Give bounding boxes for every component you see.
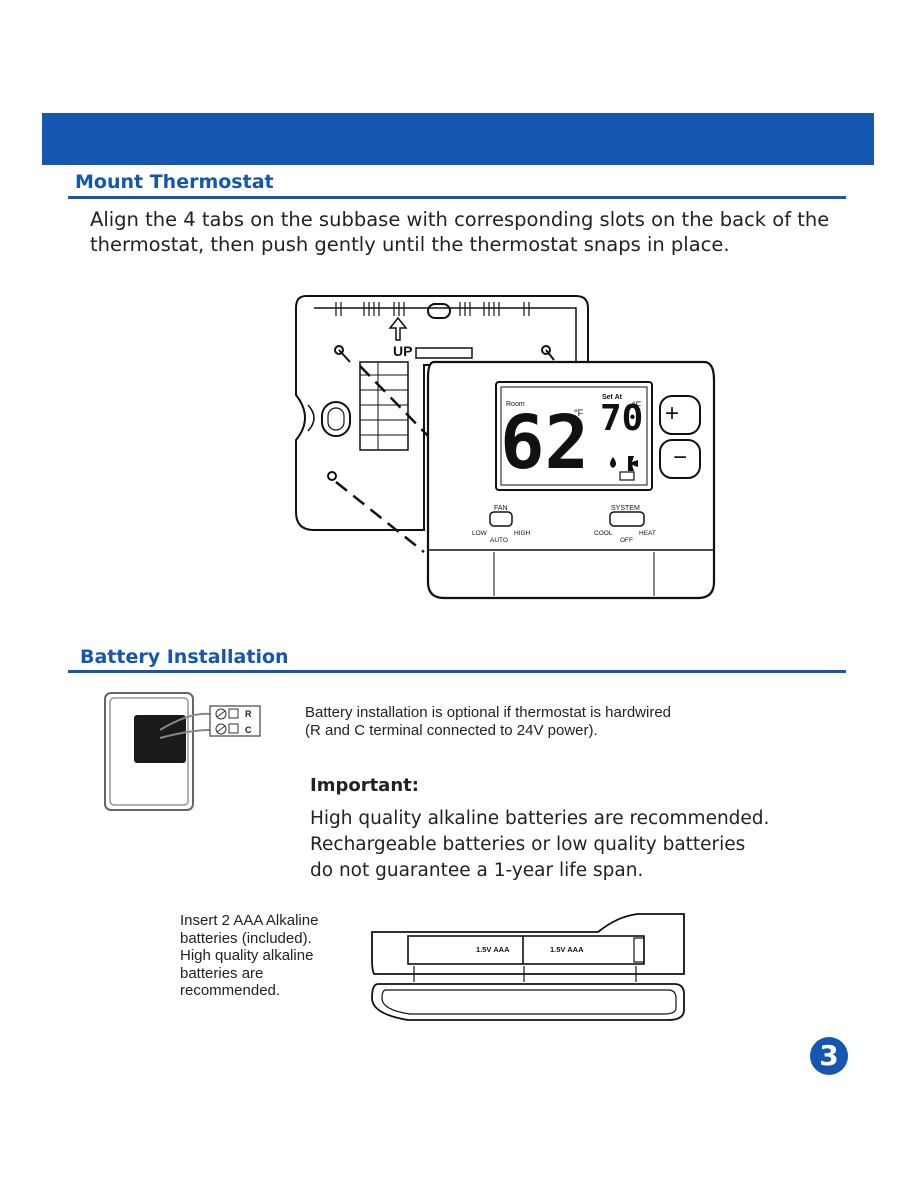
terminal-c-label: C <box>245 725 252 735</box>
fan-auto-label: AUTO <box>490 537 508 544</box>
up-label: UP <box>393 343 412 359</box>
header-banner <box>42 113 874 165</box>
system-off-label: OFF <box>620 537 633 544</box>
flame-icon <box>610 457 616 468</box>
room-unit: °F <box>574 408 584 418</box>
important-line: do not guarantee a 1-year life span. <box>310 860 644 881</box>
important-line: Rechargeable batteries or low quality ba… <box>310 834 746 855</box>
system-cool-label: COOL <box>594 530 613 537</box>
fan-icon <box>628 456 638 471</box>
system-label: SYSTEM <box>611 505 640 512</box>
room-label: Room <box>506 401 525 408</box>
important-notes: High quality alkaline batteries are reco… <box>310 806 830 884</box>
fan-label: FAN <box>494 505 508 512</box>
section-divider <box>68 196 846 199</box>
room-temp-readout: 62 <box>500 400 589 486</box>
battery-compartment-illustration: 1.5V AAA 1.5V AAA <box>371 913 685 1021</box>
section-divider <box>68 670 846 673</box>
terminal-wiring-illustration: R C <box>104 692 261 811</box>
important-title: Important: <box>310 775 419 796</box>
set-at-label: Set At <box>602 394 623 401</box>
mount-instructions: Align the 4 tabs on the subbase with cor… <box>90 208 830 256</box>
battery-cell-label: 1.5V AAA <box>550 945 584 954</box>
system-heat-label: HEAT <box>639 530 656 537</box>
set-temp-readout: 70 <box>600 398 643 439</box>
page-number-badge: 3 <box>810 1037 848 1075</box>
down-button-icon: − <box>673 444 687 471</box>
up-button-icon: + <box>665 400 679 427</box>
insert-batteries-note: Insert 2 AAA Alkaline batteries (include… <box>180 912 319 999</box>
fan-high-label: HIGH <box>514 530 531 537</box>
battery-cell-label: 1.5V AAA <box>476 945 510 954</box>
battery-installation-heading: Battery Installation <box>80 646 289 668</box>
terminal-r-label: R <box>245 709 252 719</box>
important-line: High quality alkaline batteries are reco… <box>310 808 770 829</box>
thermostat-mounting-illustration: 62 70 Room Set At °F °F + − UP FAN LOW H… <box>295 295 716 600</box>
battery-optional-note: Battery installation is optional if ther… <box>305 704 672 739</box>
set-unit: °F <box>632 400 642 410</box>
fan-low-label: LOW <box>472 530 488 537</box>
mount-thermostat-heading: Mount Thermostat <box>75 171 274 193</box>
